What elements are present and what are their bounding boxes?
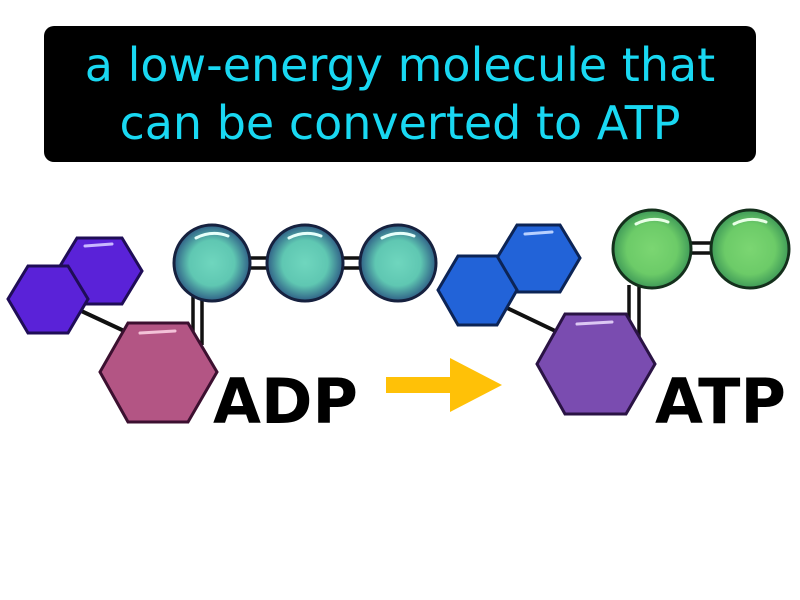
atp-label: ATP [655, 365, 786, 438]
adp-phosphate-3 [358, 223, 438, 303]
arrow-shaft [386, 377, 454, 393]
definition-box: a low-energy molecule that can be conver… [44, 26, 756, 162]
atp-molecule: ATP [436, 208, 791, 438]
adp-adenine-highlight [83, 242, 114, 248]
atp-adenine-hexagon-bottom [436, 254, 519, 327]
atp-phosphate-1 [611, 208, 693, 290]
atp-ribose-hexagon [535, 312, 657, 416]
adp-ribose-highlight [138, 329, 177, 335]
adp-molecule: ADP [6, 223, 438, 438]
atp-phosphate-2-highlight [732, 217, 768, 226]
adp-ribose-hexagon [98, 321, 219, 424]
definition-line-2: can be converted to ATP [119, 96, 681, 150]
atp-adenine-highlight [523, 230, 554, 236]
definition-line-1: a low-energy molecule that [84, 38, 716, 92]
adp-phosphate-3-highlight [380, 231, 416, 240]
adp-phosphate-2 [265, 223, 345, 303]
atp-phosphate-2 [709, 208, 791, 290]
right-arrow-icon [386, 358, 502, 412]
arrow-head [450, 358, 502, 412]
adp-phosphate-2-highlight [287, 231, 323, 240]
adp-adenine-hexagon-bottom [6, 264, 90, 335]
adp-phosphate-1 [172, 223, 252, 303]
atp-ribose-highlight [575, 320, 614, 326]
atp-phosphate-1-highlight [634, 217, 670, 226]
adp-label: ADP [213, 365, 358, 438]
adp-phosphate-1-highlight [194, 231, 230, 240]
